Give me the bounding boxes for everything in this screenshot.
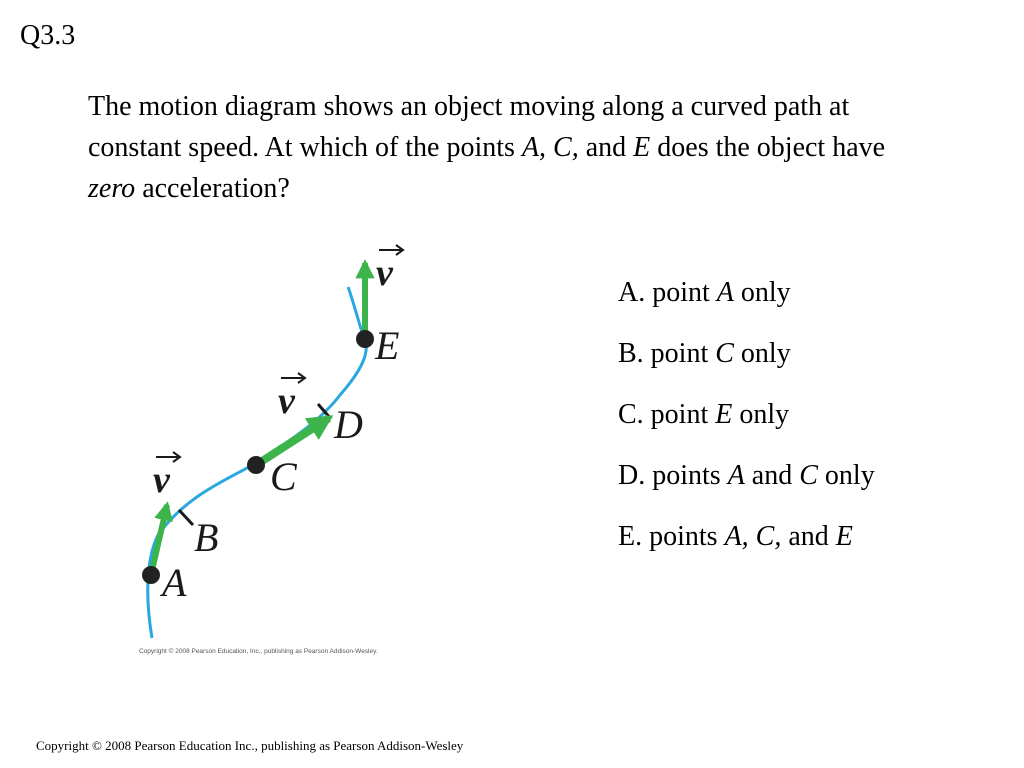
velocity-arrow-a: [148, 501, 173, 576]
choice-text-italic: E: [835, 521, 853, 552]
question-text: The motion diagram shows an object movin…: [88, 86, 908, 209]
motion-diagram: A B C D E v v v Copyright © 2008 Pearson…: [139, 244, 405, 655]
choice-text: B. point: [618, 338, 716, 369]
choice-text-italic: C: [799, 460, 818, 491]
choice-text-italic: C: [715, 338, 734, 369]
choice-text: only: [732, 399, 790, 430]
vector-overarrow-c: [297, 372, 307, 384]
question-part: and: [578, 132, 634, 163]
choice-a: A. point A only: [618, 272, 875, 333]
velocity-label-a: v: [153, 459, 171, 501]
choice-text: and: [781, 521, 836, 552]
question-part: does the object have: [650, 132, 886, 163]
question-part-italic: E: [633, 132, 651, 163]
point-e-dot: [356, 330, 374, 348]
choice-d: D. points A and C only: [618, 455, 875, 516]
point-label-b: B: [194, 515, 218, 560]
choice-text: only: [817, 460, 875, 491]
slide-title: Q3.3: [20, 20, 76, 51]
velocity-label-c: v: [278, 380, 296, 422]
choice-b: B. point C only: [618, 333, 875, 394]
answer-choices: A. point A only B. point C only C. point…: [618, 272, 875, 577]
question-part-italic: A, C,: [521, 132, 579, 163]
point-label-d: D: [333, 402, 363, 447]
question-part: acceleration?: [135, 173, 290, 204]
choice-text: C. point: [618, 399, 716, 430]
choice-text: and: [744, 460, 800, 491]
choice-text: D. points: [618, 460, 728, 491]
question-part: The motion diagram shows an object movin…: [88, 91, 850, 163]
choice-text-italic: A, C,: [724, 521, 782, 552]
footer-copyright: Copyright © 2008 Pearson Education Inc.,…: [36, 738, 464, 753]
velocity-arrow-c: [253, 414, 334, 469]
figure-credit: Copyright © 2008 Pearson Education, Inc.…: [139, 647, 378, 655]
choice-e: E. points A, C, and E: [618, 516, 875, 577]
choice-text: A. point: [618, 277, 717, 308]
choice-text: E. points: [618, 521, 725, 552]
point-label-a: A: [159, 560, 187, 605]
vector-overarrow-e: [395, 244, 405, 256]
point-a-dot: [142, 566, 160, 584]
tick-mark-b: [177, 508, 195, 527]
choice-text-italic: E: [715, 399, 733, 430]
question-part-italic: zero: [88, 173, 136, 204]
point-c-dot: [247, 456, 265, 474]
vector-overarrow-a: [172, 451, 182, 463]
choice-text: only: [733, 338, 791, 369]
point-label-c: C: [270, 454, 298, 499]
choice-text-italic: A: [716, 277, 734, 308]
velocity-label-e: v: [376, 252, 394, 294]
point-label-e: E: [374, 323, 399, 368]
choice-text-italic: A: [727, 460, 745, 491]
choice-c: C. point E only: [618, 394, 875, 455]
question-paragraph: The motion diagram shows an object movin…: [88, 86, 908, 209]
choice-text: only: [733, 277, 791, 308]
